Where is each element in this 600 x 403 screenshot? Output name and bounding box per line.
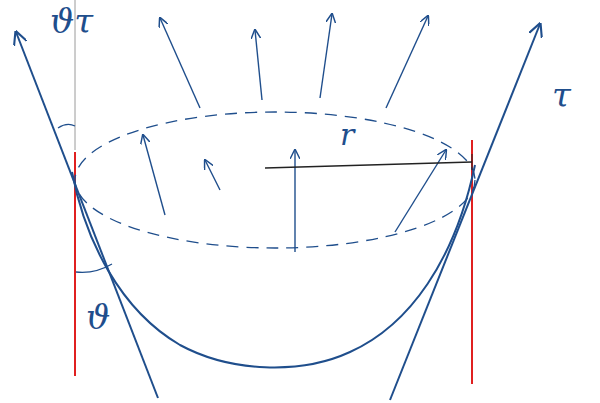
tangent-line	[16, 32, 158, 398]
rim-ellipse	[75, 112, 475, 248]
symbol-label: ϑ	[86, 300, 110, 334]
symbol-label: ϑτ	[50, 4, 93, 38]
radius-tick	[472, 154, 473, 170]
symbol-label: τ	[552, 78, 571, 112]
normal-arrows	[143, 14, 446, 252]
symbol-label: r	[340, 120, 354, 150]
radius-line	[265, 162, 472, 168]
angle-arc	[58, 124, 75, 128]
angle-arc	[76, 264, 112, 272]
tangent-line	[390, 24, 540, 400]
